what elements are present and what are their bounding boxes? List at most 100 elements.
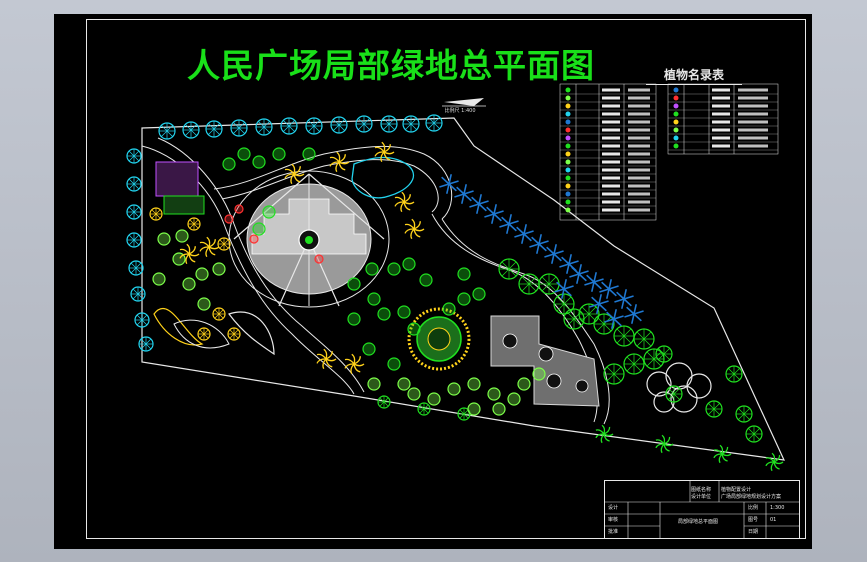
legend-text-bar [628,184,650,188]
path-right-a [441,218,610,425]
legend-swatch [673,95,679,101]
plant-legend-table-2 [667,83,779,155]
round-tree-icon [705,400,723,418]
plant-legend-table-1 [559,83,657,221]
legend-swatch [673,143,679,149]
conifer-icon [569,264,589,284]
legend-text-bar [628,152,650,156]
round-tree-icon [280,117,298,135]
paving-trees [502,333,589,393]
shrub-icon [407,322,421,336]
legend-swatch [673,103,679,109]
title-block [604,480,800,539]
tree-symbols [126,114,784,472]
round-tree-icon [457,407,471,421]
legend-text-bar [628,120,650,124]
legend-text-bar [628,160,650,164]
legend-text-bar [628,96,650,100]
shrub-icon [365,262,379,276]
legend-text-bar [738,128,768,132]
legend-text-bar [602,88,620,92]
legend-swatch [565,183,571,189]
legend-text-bar [712,88,730,92]
shrub-icon [175,229,189,243]
palm-tree-icon [394,191,415,213]
legend-text-bar [628,208,650,212]
shrub-icon [467,377,481,391]
tb-drawing-title: 局部绿地总平面图 [678,519,719,525]
legend-text-bar [602,200,620,204]
round-tree-icon [745,425,763,443]
shrub-icon [427,392,441,406]
legend-rows [560,87,778,215]
round-tree-icon [380,115,398,133]
shrub-icon [387,357,401,371]
white-shrub-cluster [646,362,712,413]
legend-swatch [673,135,679,141]
round-tree-icon [130,286,146,302]
round-tree-icon [255,118,273,136]
shrub-icon [252,155,266,169]
legend-text-bar [628,192,650,196]
bed-white-crescent [228,311,275,356]
round-tree-icon [725,365,743,383]
round-tree-icon [425,114,443,132]
round-tree-icon [205,120,223,138]
bed-white-lens [173,319,230,349]
legend-text-bar [712,104,730,108]
tb-project-name-value: 植物配置设计 [721,487,752,493]
legend-text-bar [738,120,768,124]
legend-text-bar [602,152,620,156]
legend-text-bar [602,120,620,124]
bed-purple-hatch [155,161,199,197]
legend-text-bar [712,96,730,100]
circular-garden [407,307,471,371]
tb-designer-label: 设计 [608,505,619,511]
palm-tree-icon [595,424,614,444]
bed-green-hatch [163,195,205,215]
legend-swatch [565,127,571,133]
round-tree-icon [126,148,142,164]
legend-text-bar [712,144,730,148]
conifer-icon [559,254,579,274]
legend-text-bar [712,128,730,132]
drawing-sheet: 人民广场局部绿地总平面图 植物名录表 比例尺 1:400 [54,14,812,549]
legend-text-bar [628,104,650,108]
legend-text-bar [602,136,620,140]
conifer-icon [439,174,459,194]
round-tree-icon [330,116,348,134]
conifer-icon [454,184,474,204]
round-tree-icon [613,325,635,347]
legend-swatch [565,167,571,173]
conifer-icon [599,279,619,299]
shrub-icon [222,157,236,171]
legend-text-bar [738,144,768,148]
round-tree-icon [126,204,142,220]
shrub-icon [362,342,376,356]
drawing-title: 人民广场局部绿地总平面图 [187,46,595,85]
legend-text-bar [738,112,768,116]
bed-yellow-crescent [153,307,204,346]
legend-text-bar [602,192,620,196]
shrub-icon [447,382,461,396]
pond [351,156,415,199]
round-tree-icon [187,217,201,231]
main-path-outer [157,137,365,393]
legend-text-bar [602,208,620,212]
palm-tree-icon [655,434,674,454]
shrub-icon [467,402,481,416]
round-tree-icon [128,260,144,276]
legend-text-bar [602,104,620,108]
shrub-icon [197,297,211,311]
drawing-frame [86,19,806,539]
round-tree-icon [134,312,150,328]
round-tree-icon [305,117,323,135]
conifer-icon [514,224,534,244]
tb-design-unit-value: 广场局部绿地规划设计方案 [721,494,782,500]
legend-text-bar [628,168,650,172]
shrub-icon [457,267,471,281]
round-tree-icon [149,207,163,221]
palm-tree-icon [179,243,200,265]
legend-swatch [565,103,571,109]
legend-swatch [565,207,571,213]
